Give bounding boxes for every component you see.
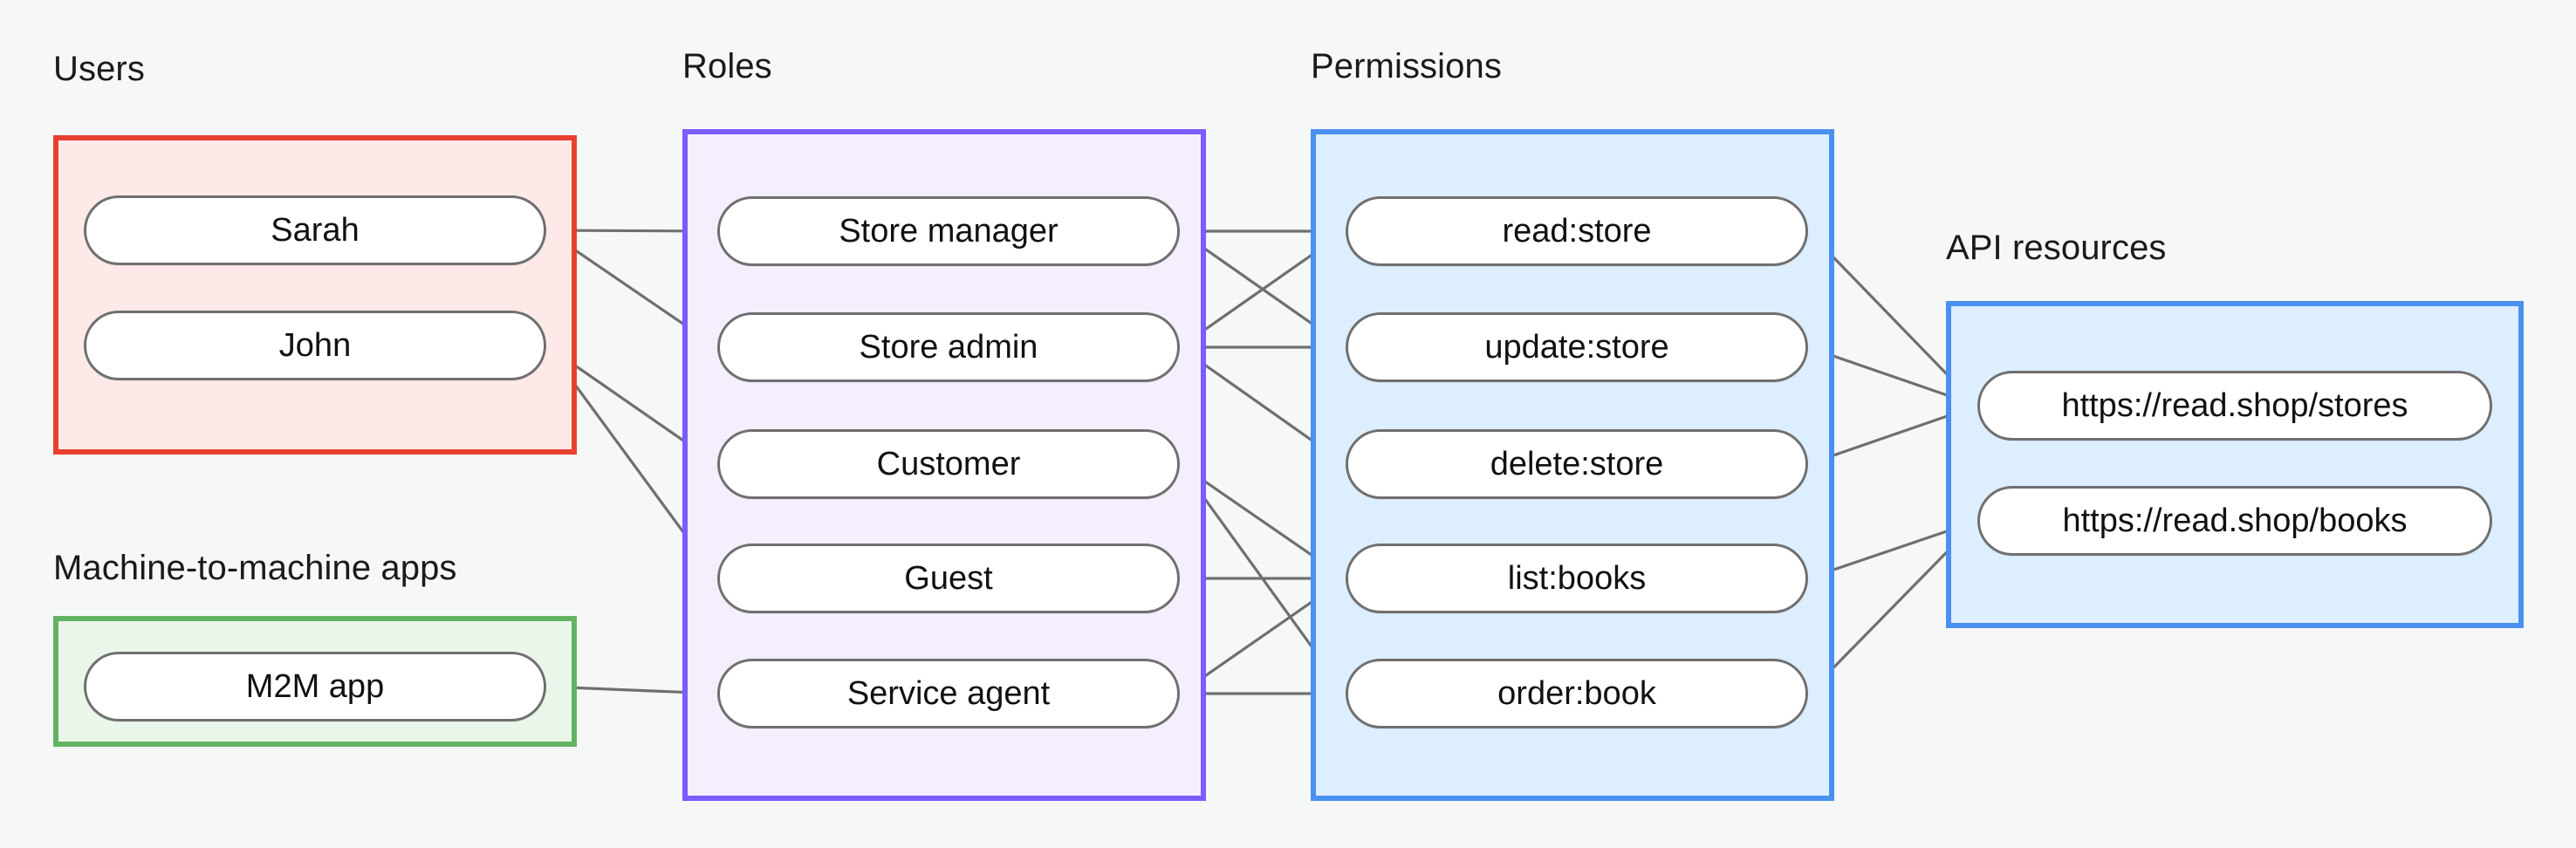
node-delete-store[interactable]: delete:store [1346,429,1808,499]
group-caption-roles: Roles [682,47,772,85]
node-sarah[interactable]: Sarah [84,195,546,265]
node-res-books[interactable]: https://read.shop/books [1977,486,2492,556]
node-res-stores[interactable]: https://read.shop/stores [1977,371,2492,441]
group-caption-users: Users [53,50,145,88]
node-store-manager[interactable]: Store manager [717,196,1180,266]
group-caption-m2m: Machine-to-machine apps [53,549,457,587]
group-api-resources [1946,301,2524,628]
group-users [53,135,577,455]
node-list-books[interactable]: list:books [1346,544,1808,613]
node-m2mapp[interactable]: M2M app [84,652,546,721]
node-update-store[interactable]: update:store [1346,312,1808,382]
group-caption-permissions: Permissions [1311,47,1502,85]
node-customer[interactable]: Customer [717,429,1180,499]
node-read-store[interactable]: read:store [1346,196,1808,266]
node-order-book[interactable]: order:book [1346,659,1808,728]
group-caption-api-resources: API resources [1946,229,2167,267]
node-john[interactable]: John [84,311,546,380]
node-guest[interactable]: Guest [717,544,1180,613]
node-service-agent[interactable]: Service agent [717,659,1180,728]
node-store-admin[interactable]: Store admin [717,312,1180,382]
